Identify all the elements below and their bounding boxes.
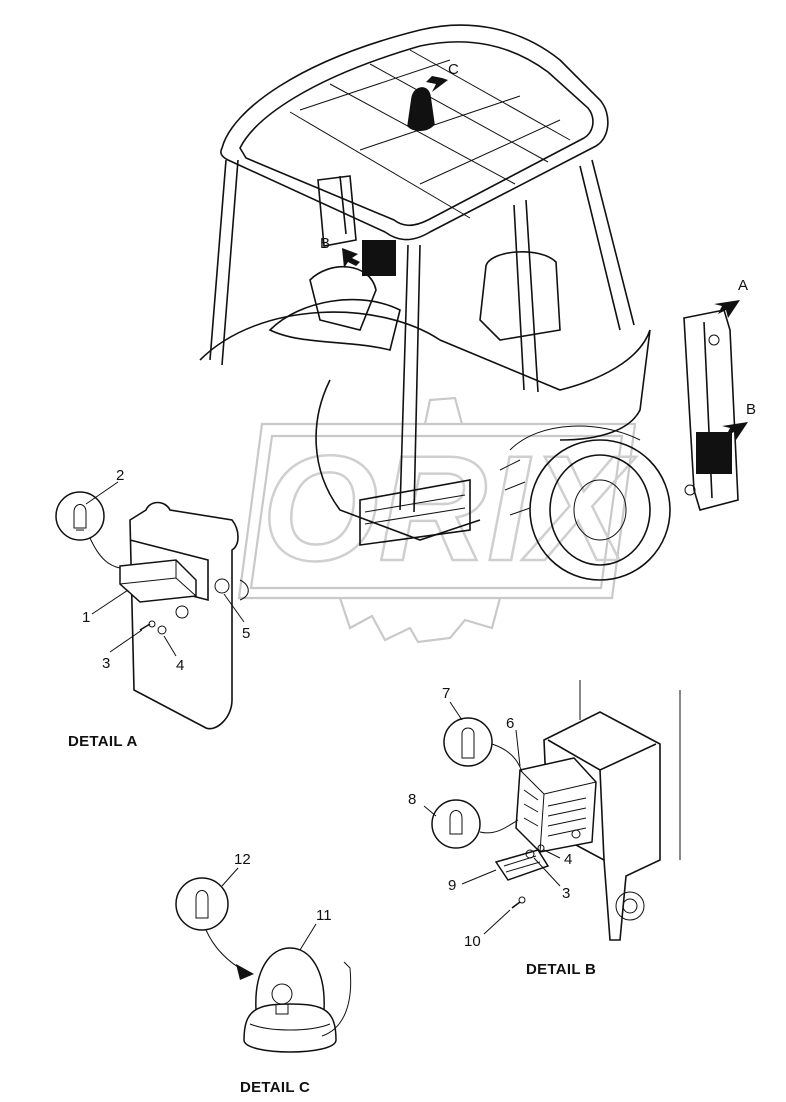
callout-3b: 3	[562, 885, 570, 902]
marker-b-post: B	[746, 401, 756, 418]
view-markers: C B A B	[320, 61, 756, 418]
detail-b	[423, 680, 681, 941]
detail-b-title: DETAIL B	[526, 961, 596, 978]
callout-7: 7	[442, 685, 450, 702]
marker-b-cab: B	[320, 235, 330, 252]
detail-c	[175, 867, 352, 1053]
arrow-icon	[236, 964, 254, 980]
detail-c-title: DETAIL C	[240, 1079, 310, 1096]
callout-4: 4	[176, 657, 184, 674]
callout-labels: 2 1 3 4 5 7 6 8 4 9 3 10 12 11	[82, 467, 572, 950]
callout-10: 10	[464, 933, 481, 950]
detail-a-title: DETAIL A	[68, 733, 138, 750]
beacon-on-roof	[407, 87, 435, 131]
arrow-icon	[722, 422, 748, 440]
arrow-icon	[714, 300, 740, 318]
callout-6: 6	[506, 715, 514, 732]
marker-c: C	[448, 61, 459, 78]
callout-12: 12	[234, 851, 251, 868]
cab-lamp-marker	[362, 240, 396, 276]
marker-a: A	[738, 277, 748, 294]
callout-4b: 4	[564, 851, 572, 868]
arrow-icon	[342, 248, 360, 268]
arrow-icon	[426, 76, 448, 92]
callout-1: 1	[82, 609, 90, 626]
machine-cab	[199, 24, 671, 581]
watermark-text: ORIX	[262, 424, 637, 592]
callout-8: 8	[408, 791, 416, 808]
detail-a	[55, 481, 249, 730]
lamp-post	[683, 300, 748, 511]
callout-11: 11	[316, 907, 332, 924]
watermark: ORIX	[237, 396, 638, 644]
callout-2: 2	[116, 467, 124, 484]
callout-5: 5	[242, 625, 250, 642]
post-lamp-marker	[696, 432, 732, 474]
callout-3: 3	[102, 655, 110, 672]
callout-9: 9	[448, 877, 456, 894]
